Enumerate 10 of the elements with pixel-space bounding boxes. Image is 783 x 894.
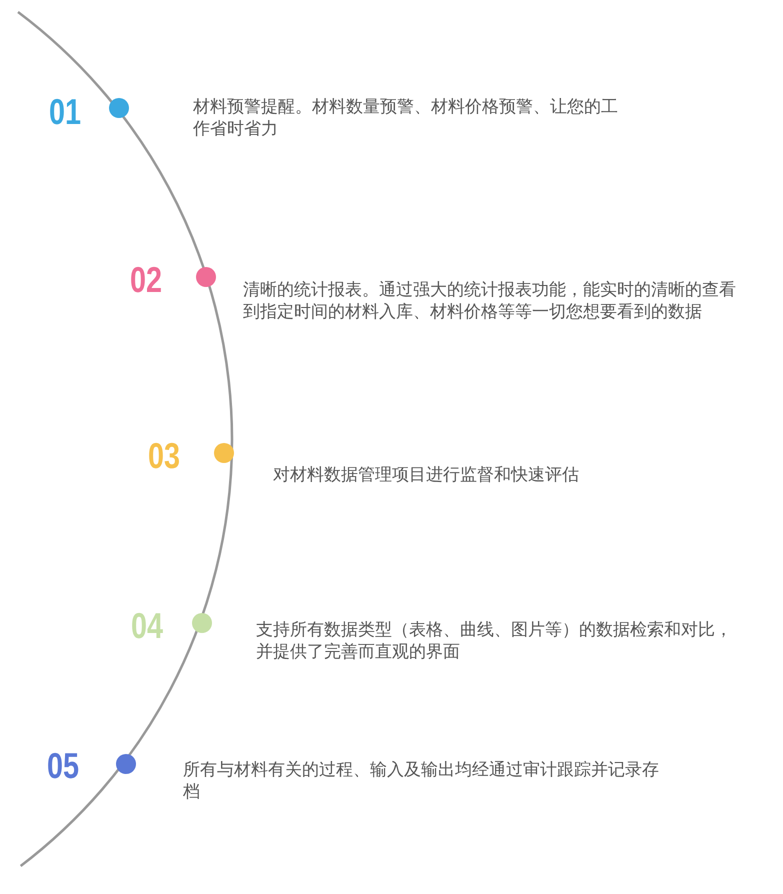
step-number: 01: [49, 92, 82, 132]
step-number: 04: [131, 606, 164, 646]
step-description: 支持所有数据类型（表格、曲线、图片等）的数据检索和对比，并提供了完善而直观的界面: [256, 619, 733, 663]
step-number: 05: [47, 746, 80, 786]
step-number: 03: [148, 436, 180, 476]
step-description: 材料预警提醒。材料数量预警、材料价格预警、让您的工作省时省力: [193, 96, 619, 140]
step-description: 所有与材料有关的过程、输入及输出均经通过审计跟踪并记录存档: [183, 759, 660, 803]
step-description: 清晰的统计报表。通过强大的统计报表功能，能实时的清晰的查看到指定时间的材料入库、材料价格等等一切您想要看到的数据: [243, 279, 737, 323]
step-description: 对材料数据管理项目进行监督和快速评估: [273, 464, 579, 486]
step-number: 02: [130, 260, 162, 300]
